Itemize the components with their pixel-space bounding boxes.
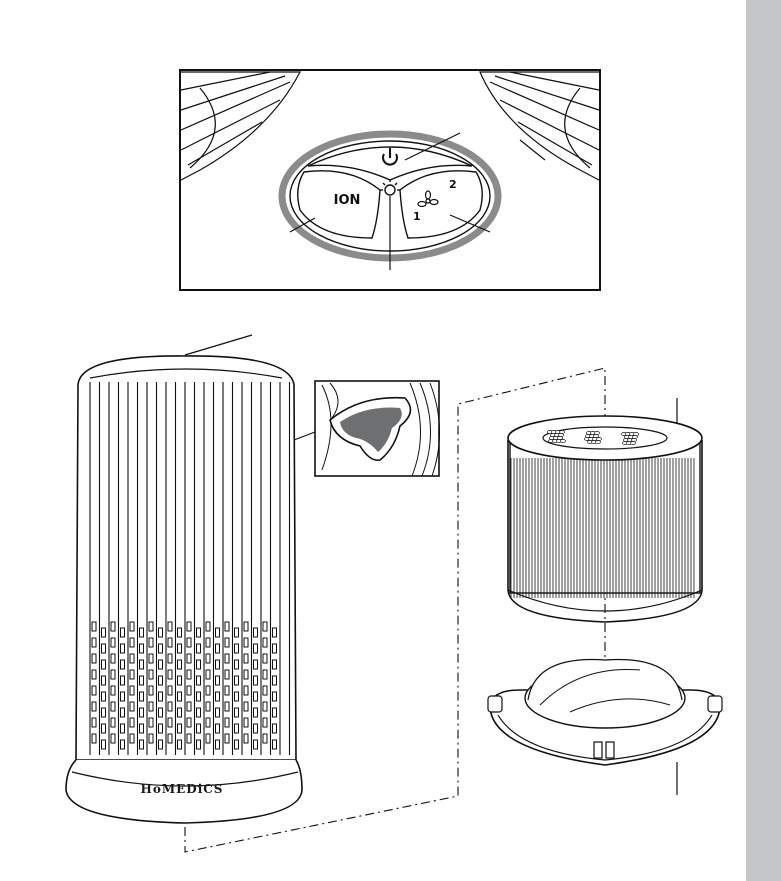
control-panel-closeup: ION 2 1 [180, 70, 600, 290]
purifier-unit: HoMEDiCS [66, 335, 302, 823]
handle-inset [294, 381, 440, 476]
fan-speed-high: 2 [449, 178, 457, 191]
page-edge-tab [746, 0, 781, 881]
top-callout-line [185, 335, 252, 355]
filter-carbon-pellets [548, 430, 639, 444]
ion-button-label: ION [334, 193, 361, 208]
fan-speed-low: 1 [413, 210, 421, 223]
filter-base-ring [488, 660, 722, 796]
filter-cartridge [508, 398, 702, 622]
brand-logo: HoMEDiCS [141, 782, 224, 796]
diagram-canvas: ION 2 1 [0, 0, 746, 881]
